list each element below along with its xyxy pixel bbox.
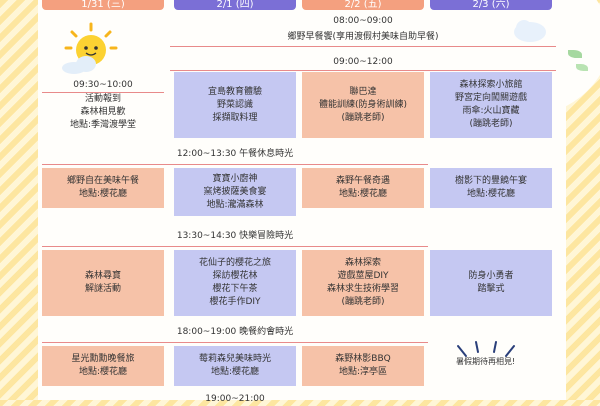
cloud-icon xyxy=(514,20,546,42)
sparkle-icon xyxy=(457,341,515,357)
day4-morning-line-3: 雨傘:火山寶藏 xyxy=(462,106,520,116)
header-day-2-label: 2/1 (四) xyxy=(216,0,254,10)
header-day-4: 2/3 (六) xyxy=(430,0,552,10)
header-day-4-label: 2/3 (六) xyxy=(472,0,510,10)
day2-lunch-line-2: 窯烤披薩美食宴 xyxy=(203,186,267,197)
day3-morning-line-2: 體能訓練(防身術訓練) xyxy=(318,99,408,110)
day2-dinner-line-2: 地點:櫻花廳 xyxy=(210,367,260,377)
day4-lunch-cell: 樹影下的豐饒午宴 地點:櫻花廳 xyxy=(430,168,552,208)
afternoon-label: 13:30~14:30 快樂冒險時光 xyxy=(176,231,294,241)
day4-lunch-line-1: 樹影下的豐饒午宴 xyxy=(454,176,527,186)
day1-afternoon-line-2: 解謎活動 xyxy=(84,284,121,294)
day2-afternoon-line-1: 花仙子的櫻花之旅 xyxy=(198,258,271,268)
day3-afternoon-line-3: 森林求生技術學習 xyxy=(326,284,399,294)
header-day-3-label: 2/2 (五) xyxy=(344,0,382,10)
dinner-bar: 18:00~19:00 晚餐約會時光 xyxy=(42,322,428,343)
day3-morning-line-1: 聯巴達 xyxy=(349,86,377,97)
farewell-text: 暑假期待再相見! xyxy=(456,357,516,366)
breakfast-label: 鄉野早餐饗(享用渡假村美味自助早餐) xyxy=(287,32,439,42)
morning-time: 09:00~12:00 xyxy=(333,57,393,67)
day3-afternoon-line-2: 遊戲莖屋DIY xyxy=(337,271,389,281)
day1-morning-line-3: 地點:季灣渡學堂 xyxy=(69,119,137,130)
day2-afternoon-line-2: 探訪櫻花林 xyxy=(212,271,258,281)
day3-morning-cell: 聯巴達 體能訓練(防身術訓練) (蹦跳老師) xyxy=(302,72,424,138)
day4-afternoon-cell: 防身小勇者 踏擊式 xyxy=(430,250,552,316)
day2-morning-cell: 宜島教育體驗 野菜認識 採擷取料理 xyxy=(174,72,296,138)
day4-morning-cell: 森林探索小旅館 野宮定向闖關遊戲 雨傘:火山寶藏 (蹦跳老師) xyxy=(430,72,552,138)
day1-dinner-line-2: 地點:櫻花廳 xyxy=(78,367,128,377)
day1-afternoon-cell: 森林尋寶 解謎活動 xyxy=(42,250,164,316)
day4-morning-line-1: 森林探索小旅館 xyxy=(459,80,523,90)
day1-lunch-line-1: 鄉野自在美味午餐 xyxy=(66,176,139,186)
day1-morning-line-2: 森林相見歡 xyxy=(80,106,126,117)
day2-lunch-cell: 寶寶小廚神 窯烤披薩美食宴 地點:瀧滿森林 xyxy=(174,168,296,216)
day2-afternoon-line-4: 櫻花手作DIY xyxy=(209,297,261,307)
day3-dinner-cell: 森野林影BBQ 地點:淳亭區 xyxy=(302,346,424,386)
day3-lunch-cell: 森野午餐奇遇 地點:櫻花廳 xyxy=(302,168,424,208)
day3-afternoon-line-4: (蹦跳老師) xyxy=(341,297,385,307)
day1-dinner-line-1: 星光勳勳晚餐旅 xyxy=(71,354,135,364)
night-bar: 19:00~21:00 xyxy=(42,392,428,406)
day2-lunch-line-3: 地點:瀧滿森林 xyxy=(206,199,264,210)
day2-lunch-line-1: 寶寶小廚神 xyxy=(212,173,258,184)
day3-dinner-line-2: 地點:淳亭區 xyxy=(338,367,388,377)
day2-afternoon-line-3: 櫻花下午茶 xyxy=(212,284,258,294)
header-day-3: 2/2 (五) xyxy=(302,0,424,10)
day4-lunch-line-2: 地點:櫻花廳 xyxy=(466,189,516,199)
day1-lunch-line-2: 地點:櫻花廳 xyxy=(78,189,128,199)
day2-afternoon-cell: 花仙子的櫻花之旅 探訪櫻花林 櫻花下午茶 櫻花手作DIY xyxy=(174,250,296,316)
day3-dinner-line-1: 森野林影BBQ xyxy=(335,354,391,364)
afternoon-bar: 13:30~14:30 快樂冒險時光 xyxy=(42,226,428,247)
sun-icon xyxy=(62,22,118,74)
day1-morning-line-1: 活動報到 xyxy=(84,93,121,104)
morning-time-bar: 09:00~12:00 xyxy=(170,54,556,71)
day3-afternoon-line-1: 森林探索 xyxy=(344,258,381,268)
dinner-label: 18:00~19:00 晚餐約會時光 xyxy=(176,327,294,337)
day1-afternoon-line-1: 森林尋寶 xyxy=(84,271,121,281)
day2-dinner-line-1: 莓莉森兒美味時光 xyxy=(198,354,271,364)
day2-dinner-cell: 莓莉森兒美味時光 地點:櫻花廳 xyxy=(174,346,296,386)
day1-morning-time: 09:30~10:00 xyxy=(42,79,164,93)
night-label: 19:00~21:00 xyxy=(205,394,265,404)
lunch-break-bar: 12:00~13:30 午餐休息時光 xyxy=(42,144,428,165)
header-day-1: 1/31 (三) xyxy=(42,0,164,10)
day1-dinner-cell: 星光勳勳晚餐旅 地點:櫻花廳 xyxy=(42,346,164,386)
breakfast-label-bar: 鄉野早餐饗(享用渡假村美味自助早餐) xyxy=(170,28,556,47)
day2-morning-line-2: 野菜認識 xyxy=(216,99,253,110)
header-day-1-label: 1/31 (三) xyxy=(81,0,125,10)
header-day-2: 2/1 (四) xyxy=(174,0,296,10)
lunch-break-label: 12:00~13:30 午餐休息時光 xyxy=(176,149,294,159)
day2-morning-line-3: 採擷取料理 xyxy=(212,112,258,123)
leaf-icon xyxy=(568,50,582,58)
day1-morning-cell: 09:30~10:00 活動報到 森林相見歡 地點:季灣渡學堂 xyxy=(42,74,164,136)
day4-afternoon-line-1: 防身小勇者 xyxy=(468,271,514,281)
day2-morning-line-1: 宜島教育體驗 xyxy=(207,86,262,97)
day3-lunch-line-1: 森野午餐奇遇 xyxy=(335,176,390,186)
leaf-icon xyxy=(576,64,588,71)
breakfast-bar: 08:00~09:00 xyxy=(170,12,556,30)
day4-morning-line-4: (蹦跳老師) xyxy=(469,119,513,129)
day4-morning-line-2: 野宮定向闖關遊戲 xyxy=(454,93,527,103)
day3-lunch-line-2: 地點:櫻花廳 xyxy=(338,189,388,199)
day1-lunch-cell: 鄉野自在美味午餐 地點:櫻花廳 xyxy=(42,168,164,208)
day3-morning-line-3: (蹦跳老師) xyxy=(341,112,385,123)
day3-afternoon-cell: 森林探索 遊戲莖屋DIY 森林求生技術學習 (蹦跳老師) xyxy=(302,250,424,316)
breakfast-time: 08:00~09:00 xyxy=(333,16,393,26)
day4-afternoon-line-2: 踏擊式 xyxy=(477,284,505,294)
